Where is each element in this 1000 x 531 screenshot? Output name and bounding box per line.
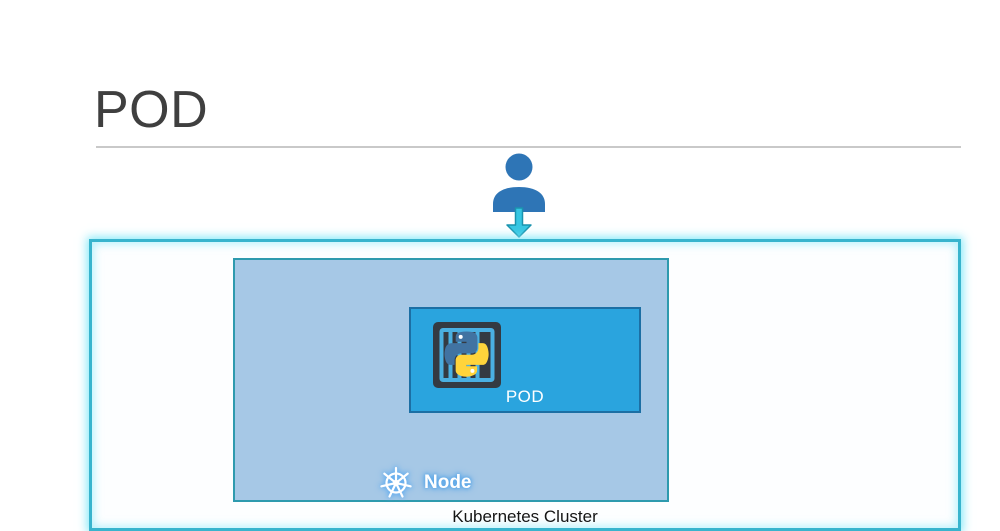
node-box: POD Node: [233, 258, 669, 502]
node-caption: Node: [377, 465, 472, 501]
python-container-icon: [433, 322, 501, 388]
cluster-label: Kubernetes Cluster: [452, 507, 598, 526]
page-title: POD: [94, 81, 209, 139]
kubernetes-helm-icon: [380, 466, 412, 498]
node-label: Node: [424, 472, 472, 493]
title-divider: [96, 146, 961, 148]
kubernetes-cluster-box: POD Node Kubernetes Cluster: [89, 239, 961, 531]
person-icon: [493, 153, 545, 212]
pod-label: POD: [505, 387, 545, 406]
python-logo-icon: [444, 331, 489, 377]
pod-box: POD: [409, 307, 641, 413]
down-arrow-icon: [506, 207, 532, 238]
